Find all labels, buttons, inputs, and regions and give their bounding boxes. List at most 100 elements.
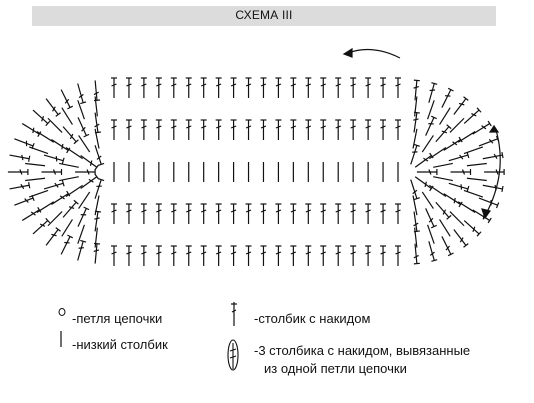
stitch-row5-col11 (260, 245, 267, 266)
left-fan-ring4-stitch1 (94, 96, 98, 117)
stitch-row5-col18 (365, 245, 372, 266)
stitch-row2-col5 (170, 119, 177, 140)
stitch-row2-col12 (275, 119, 282, 140)
right-fan-ring3-stitch4 (443, 136, 463, 151)
stitch-row2-col17 (350, 119, 357, 140)
stitch-row4-col8 (215, 203, 222, 224)
stitch-row4-col19 (380, 203, 387, 224)
right-fan-ring2-stitch4 (433, 162, 453, 168)
stitch-row4-col16 (335, 203, 342, 224)
stitch-row5-col3 (140, 245, 147, 266)
top-arrow-curve (347, 48, 401, 59)
left-fan-ring5-stitch8 (9, 154, 31, 162)
left-fan-ring4-stitch12 (61, 219, 73, 237)
left-fan-ring5-stitch14 (45, 227, 61, 246)
stitch-row4-col4 (155, 203, 162, 224)
left-fan-ring2-stitch1 (94, 128, 100, 149)
right-fan-ring4-stitch7 (466, 162, 487, 167)
right-fan-ring5-stitch4 (453, 96, 469, 115)
stitch-row2-col7 (200, 119, 207, 140)
left-fan-ring2-stitch4 (59, 162, 79, 168)
stitch-row2-col8 (215, 119, 222, 140)
stitch-row1-col18 (365, 77, 372, 98)
right-fan-ring4-stitch4 (449, 117, 465, 133)
right-fan-ring4-stitch13 (427, 224, 435, 244)
left-fan-ring4-stitch3 (61, 107, 73, 125)
stitch-row4-col3 (140, 203, 147, 224)
stitch-row5-col1 (111, 245, 117, 266)
right-fan-ring4-stitch10 (457, 201, 476, 213)
stitch-row2-col2 (125, 119, 132, 140)
stitch-row2-col4 (155, 119, 162, 140)
left-fan-ring3-stitch2 (77, 117, 90, 138)
left-fan-ring4-stitch8 (25, 177, 46, 182)
right-fan-ring4-stitch5 (457, 131, 476, 143)
stitch-row1-col10 (245, 77, 252, 98)
right-fan-ring5-stitch7 (478, 135, 500, 147)
legend-double-crochet: -столбик с накидом (254, 311, 371, 326)
stitch-row4-col20 (395, 203, 401, 224)
right-fan-ring3-stitch5 (448, 152, 470, 162)
left-fan-ring3-stitch11 (94, 210, 102, 232)
stitch-row1-col2 (125, 77, 132, 98)
left-fan-ring3-stitch7 (43, 180, 65, 190)
left-fan-ring2-stitch8 (94, 195, 100, 216)
right-fan-ring2-stitch2 (421, 135, 434, 153)
right-fan-ring3-stitch1 (413, 111, 420, 133)
right-fan-ring5-stitch2 (428, 82, 438, 103)
right-fan-ring3-stitch11 (413, 211, 420, 233)
left-fan-ring3-stitch5 (43, 154, 65, 164)
stitch-row5-col17 (350, 245, 357, 266)
right-fan-ring5-stitch13 (463, 220, 482, 237)
stitch-row4-col9 (230, 203, 237, 224)
stitch-row5-col14 (305, 245, 312, 266)
right-fan-ring4-stitch8 (466, 177, 487, 182)
right-fan-ring2-stitch1 (412, 128, 418, 149)
diagram-title: СХЕМА III (235, 8, 293, 22)
left-fan-ring3-stitch6 (41, 169, 63, 175)
left-fan-ring4-stitch4 (47, 117, 63, 133)
stitch-row1-col20 (395, 77, 401, 98)
right-fan-ring4-stitch9 (463, 189, 484, 198)
left-fan-ring3-stitch9 (62, 199, 79, 218)
left-fan-ring5-stitch1 (93, 80, 101, 102)
left-fan-ring5-stitch15 (60, 234, 74, 255)
right-fan-ring4-stitch12 (439, 219, 451, 237)
stitch-row2-col1 (111, 119, 117, 140)
right-fan-ring1-stitch1 (410, 143, 420, 165)
stitch-row5-col4 (155, 245, 162, 266)
right-fan-ring4-stitch2 (427, 100, 435, 120)
left-fan-ring4-stitch2 (77, 100, 85, 120)
direction-arrows (342, 47, 501, 220)
stitch-row2-col20 (395, 119, 401, 140)
stitch-row5-col10 (245, 245, 252, 266)
left-fan-ring5-stitch13 (32, 217, 51, 235)
right-fan-ring1-stitch5 (410, 179, 420, 201)
stitch-row1-col9 (230, 77, 237, 98)
stitch-row2-col11 (260, 119, 267, 140)
stitch-row2-col19 (380, 119, 387, 140)
right-fan-ring5-stitch10 (482, 184, 504, 192)
legend-three-dc-cluster-line2: из одной петли цепочки (264, 361, 407, 376)
right-fan-ring5-stitch16 (428, 241, 438, 262)
left-fan-ring5-stitch16 (77, 239, 87, 261)
left-fan-ring3-stitch8 (51, 190, 71, 205)
stitch-row4-col1 (111, 203, 117, 224)
right-fan-ring1-stitch4 (414, 176, 434, 192)
stitch-row1-col15 (320, 77, 327, 98)
single-crochet-icon (60, 331, 62, 347)
stitch-row1-col14 (305, 77, 312, 98)
right-arrow-tail (488, 124, 500, 133)
stitch-row2-col18 (365, 119, 372, 140)
stitch-row4-col12 (275, 203, 282, 224)
right-fan-ring3-stitch6 (450, 169, 472, 175)
left-fan-ring4-stitch11 (47, 211, 63, 227)
left-fan-ring5-stitch7 (14, 138, 35, 150)
stitch-row2-col10 (245, 119, 252, 140)
stitch-row5-col6 (185, 245, 192, 266)
right-fan-ring2-stitch5 (433, 176, 453, 182)
stitch-row1-col1 (111, 77, 117, 98)
stitch-row4-col11 (260, 203, 267, 224)
right-fan-ring4-stitch11 (449, 211, 465, 227)
stitch-row1-col3 (140, 77, 147, 98)
